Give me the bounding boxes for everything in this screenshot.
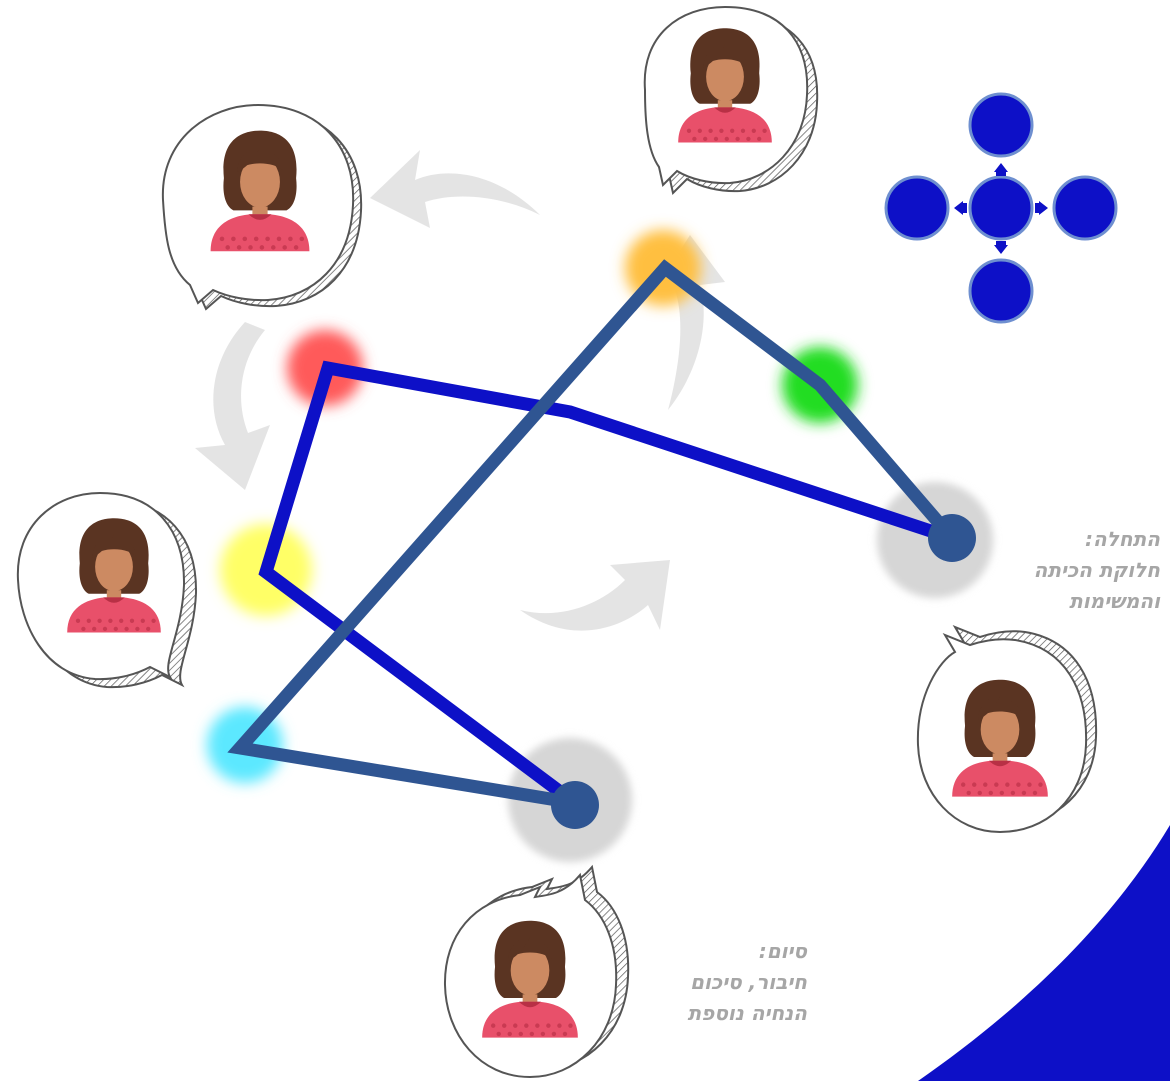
speech-bubble-bottom (443, 864, 630, 1079)
speech-bubble-top (643, 5, 819, 195)
blue-corner-shape (918, 825, 1170, 1081)
path-slate (227, 259, 957, 810)
speech-bubble-left (16, 491, 198, 689)
start-label: התחלה: חלוקת הכיתה והמשימות (1034, 524, 1160, 617)
arrow-top-left-icon (370, 150, 540, 228)
start-label-line-1: התחלה: (1085, 527, 1160, 551)
four-direction-arrows-icon (884, 92, 1118, 324)
start-label-line-3: והמשימות (1069, 589, 1160, 613)
end-label-line-2: חיבור, סיכום (690, 970, 807, 994)
end-label: סיום: חיבור, סיכום הנחיה נוספת (688, 936, 807, 1029)
end-label-line-1: סיום: (758, 939, 807, 963)
cycle-arrows (195, 150, 725, 631)
start-node (928, 514, 976, 562)
start-label-line-2: חלוקת הכיתה (1033, 558, 1160, 582)
arrow-bottom-right-icon (520, 560, 670, 631)
speech-bubble-right (916, 624, 1098, 834)
path-blue (258, 360, 955, 809)
speech-bubble-top-left (161, 103, 363, 311)
arrow-left-down-icon (195, 322, 270, 490)
end-label-line-3: הנחיה נוספת (687, 1001, 807, 1025)
end-node (551, 781, 599, 829)
